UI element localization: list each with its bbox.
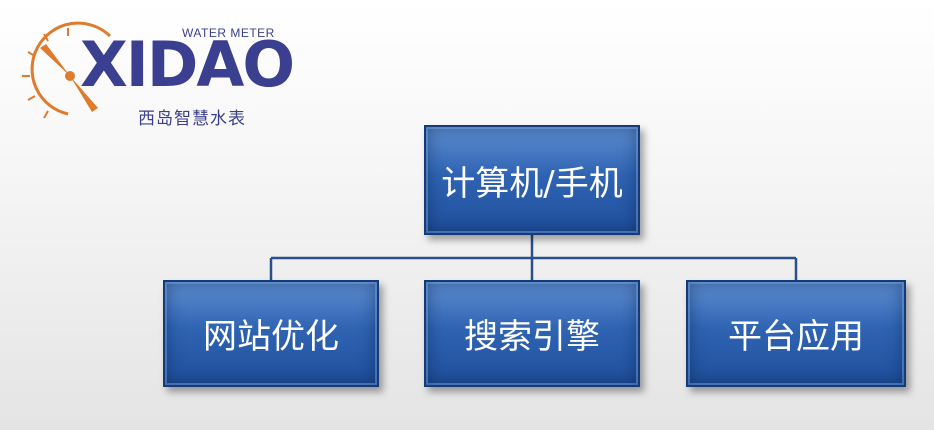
water-meter-dial-icon [22, 21, 112, 119]
diagram-node-label: 平台应用 [728, 317, 864, 357]
diagram-node-root-label: 计算机/手机 [441, 163, 623, 204]
logo-tagline: WATER METER [182, 26, 275, 40]
diagram-node-platform-application: 平台应用 [686, 280, 906, 387]
diagram-node-label: 网站优化 [203, 317, 339, 357]
logo-subtitle: 西岛智慧水表 [138, 109, 246, 129]
diagram-node-search-engine: 搜索引擎 [424, 280, 640, 387]
diagram-node-root: 计算机/手机 [424, 125, 640, 235]
diagram-node-label: 搜索引擎 [464, 317, 600, 357]
logo-brand-name: XIDAO [80, 28, 295, 101]
company-logo: WATER METER XIDAO 西岛智慧水表 [10, 18, 295, 129]
diagram-node-website-optimization: 网站优化 [163, 280, 379, 387]
